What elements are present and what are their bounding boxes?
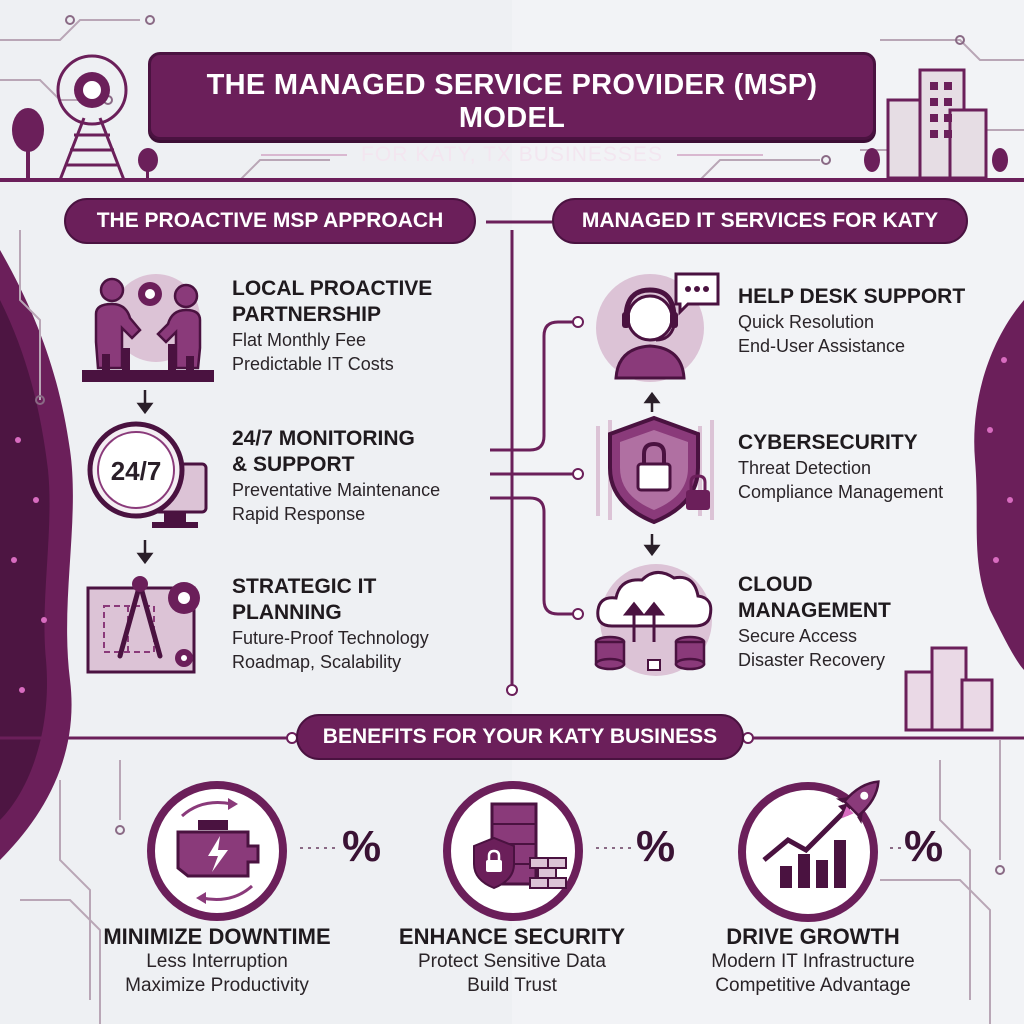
item-detail: Quick Resolution (738, 312, 875, 332)
item-title: PARTNERSHIP (232, 303, 381, 326)
benefit-title: ENHANCE SECURITY (398, 924, 626, 949)
left-item-planning: STRATEGIC IT PLANNING Future-Proof Techn… (232, 574, 492, 674)
item-title: CLOUD (738, 573, 813, 596)
section-heading-left: THE PROACTIVE MSP APPROACH (64, 198, 476, 244)
item-detail: Roadmap, Scalability (232, 652, 402, 672)
benefit-title: DRIVE GROWTH (726, 924, 900, 949)
section-heading-benefits: BENEFITS FOR YOUR KATY BUSINESS (296, 714, 744, 760)
left-item-monitoring: 24/7 MONITORING & SUPPORT Preventative M… (232, 426, 492, 526)
item-title: & SUPPORT (232, 453, 355, 476)
engine-icon (147, 781, 287, 921)
item-detail: Secure Access (738, 626, 858, 646)
item-detail: Preventative Maintenance (232, 480, 441, 500)
title-banner: THE MANAGED SERVICE PROVIDER (MSP) MODEL… (148, 52, 876, 166)
clock-badge-text: 24/7 (111, 456, 162, 486)
percent-symbol: % (904, 822, 944, 871)
page-subtitle: FOR KATY, TX BUSINESSES (151, 143, 873, 167)
item-title: CYBERSECURITY (738, 431, 918, 454)
item-title: MANAGEMENT (738, 599, 891, 622)
benefit-detail: Build Trust (467, 975, 557, 996)
blueprint-compass-icon (86, 576, 200, 674)
item-detail: Compliance Management (738, 482, 944, 502)
item-title: STRATEGIC IT (232, 575, 377, 598)
item-title: PLANNING (232, 601, 342, 624)
section-heading-right: MANAGED IT SERVICES FOR KATY (552, 198, 968, 244)
benefit-detail: Protect Sensitive Data (418, 951, 606, 972)
item-detail: Flat Monthly Fee (232, 330, 367, 350)
clock-monitor-icon: 24/7 (87, 421, 208, 528)
item-detail: Rapid Response (232, 504, 366, 524)
left-item-partnership: LOCAL PROACTIVE PARTNERSHIP Flat Monthly… (232, 276, 492, 376)
item-title: HELP DESK SUPPORT (738, 285, 966, 308)
benefit-security: ENHANCE SECURITY Protect Sensitive Data … (372, 924, 652, 998)
percent-symbol: % (342, 822, 382, 871)
right-item-helpdesk: HELP DESK SUPPORT Quick Resolution End-U… (738, 284, 988, 358)
benefit-detail: Competitive Advantage (715, 975, 911, 996)
right-item-cloud: CLOUD MANAGEMENT Secure Access Disaster … (738, 572, 988, 672)
benefit-detail: Modern IT Infrastructure (711, 951, 915, 972)
item-title: LOCAL PROACTIVE (232, 277, 433, 300)
server-brick-shield-icon (443, 781, 583, 921)
item-detail: Disaster Recovery (738, 650, 886, 670)
right-item-cybersecurity: CYBERSECURITY Threat Detection Complianc… (738, 430, 1008, 504)
handshake-partnership-icon (82, 274, 214, 382)
headset-agent-icon (596, 272, 720, 382)
item-detail: Future-Proof Technology (232, 628, 429, 648)
percent-symbol: % (636, 822, 676, 871)
item-detail: Predictable IT Costs (232, 354, 394, 374)
benefit-title: MINIMIZE DOWNTIME (103, 924, 331, 949)
shield-lock-icon (596, 415, 714, 525)
item-detail: End-User Assistance (738, 336, 906, 356)
cloud-database-icon (594, 564, 713, 676)
rocket-growth-chart-icon (738, 780, 880, 922)
benefit-growth: DRIVE GROWTH Modern IT Infrastructure Co… (668, 924, 958, 998)
benefit-detail: Maximize Productivity (125, 975, 309, 996)
benefit-downtime: MINIMIZE DOWNTIME Less Interruption Maxi… (72, 924, 362, 998)
page-title: THE MANAGED SERVICE PROVIDER (MSP) MODEL (206, 69, 818, 134)
benefit-detail: Less Interruption (146, 951, 288, 972)
item-title: 24/7 MONITORING (232, 427, 415, 450)
item-detail: Threat Detection (738, 458, 872, 478)
